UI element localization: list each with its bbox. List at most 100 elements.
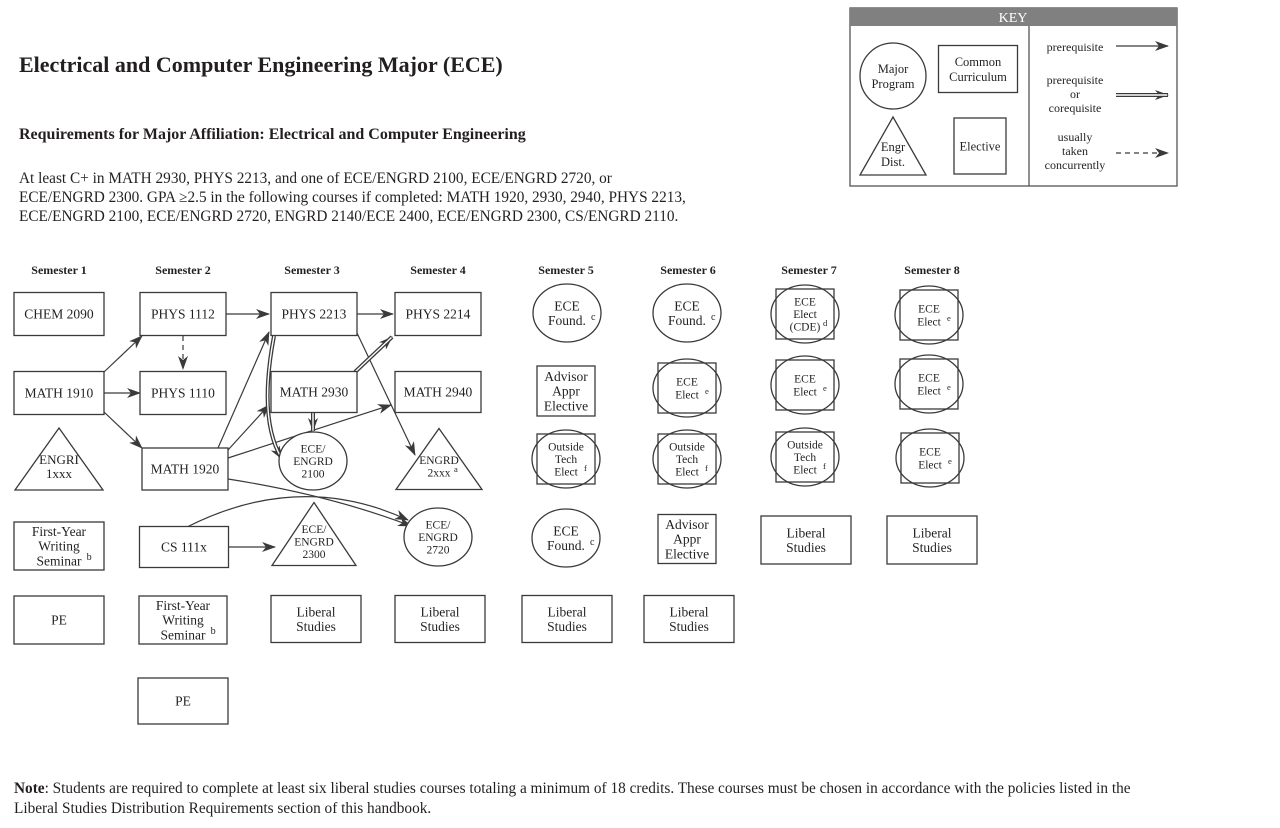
label-line: Elective xyxy=(544,399,588,414)
course-phys2214[interactable]: PHYS 2214 xyxy=(394,291,482,337)
course-math2940[interactable]: MATH 2940 xyxy=(394,370,482,414)
label-line: Liberal xyxy=(421,604,460,619)
major-program-ellipse xyxy=(531,508,601,568)
label-line: PE xyxy=(175,694,191,709)
course-chem2090[interactable]: CHEM 2090 xyxy=(13,291,105,337)
footnote-marker: d xyxy=(823,318,828,328)
label-line: Advisor xyxy=(665,517,709,532)
label-line: PHYS 2213 xyxy=(282,307,347,322)
label-line: Elective xyxy=(665,547,709,562)
page-title: Electrical and Computer Engineering Majo… xyxy=(19,52,503,77)
footnote-marker: c xyxy=(591,312,596,323)
elective-square xyxy=(899,358,959,410)
course-phys2213[interactable]: PHYS 2213 xyxy=(270,291,358,337)
label-line: Studies xyxy=(912,540,952,555)
label-line: Engr xyxy=(881,140,906,154)
label-line: Advisor xyxy=(544,369,588,384)
course-pe1[interactable]: PE xyxy=(13,595,105,645)
major-program-ellipse xyxy=(894,285,964,345)
course-math2930[interactable]: MATH 2930 xyxy=(270,370,358,414)
label-line: Seminar xyxy=(161,628,206,643)
major-program-ellipse xyxy=(403,507,473,567)
engr-dist-triangle xyxy=(858,115,928,176)
label-line: ENGRD xyxy=(293,456,333,468)
arrow-phys2213-to-engrd2xxx xyxy=(356,332,416,456)
footnote-marker: f xyxy=(584,463,587,473)
footnote-marker: b xyxy=(87,552,92,563)
course-math1910[interactable]: MATH 1910 xyxy=(13,370,105,416)
requirements-line-3: ECE/ENGRD 2100, ECE/ENGRD 2720, ENGRD 21… xyxy=(19,208,679,225)
prerequisite-arrows xyxy=(103,309,416,552)
major-program-ellipse xyxy=(652,358,722,418)
label-line: Elect xyxy=(918,459,942,471)
major-program-ellipse xyxy=(894,354,964,414)
label-line: corequisite xyxy=(1049,101,1102,115)
label-line: Liberal xyxy=(787,525,826,540)
label-line: ECE xyxy=(554,298,580,313)
label-line: Elect xyxy=(675,389,699,401)
label-line: Writing xyxy=(38,539,80,554)
label-line: PHYS 1110 xyxy=(151,386,215,401)
requirements-heading: Requirements for Major Affiliation: Elec… xyxy=(19,126,526,143)
course-cs111x[interactable]: CS 111x xyxy=(138,525,230,569)
label-line: Outside xyxy=(787,439,823,451)
elective-square xyxy=(657,433,717,485)
label-line: ECE xyxy=(794,374,816,386)
key-legend: KEYMajorProgramCommonCurriculumEngrDist.… xyxy=(849,7,1178,187)
arrow-math1920-to-ece2720 xyxy=(227,478,412,527)
label-line: Appr xyxy=(673,532,701,547)
course-phys1112[interactable]: PHYS 1112 xyxy=(139,291,227,337)
course-phys1110[interactable]: PHYS 1110 xyxy=(139,370,227,416)
arrow-math1920-to-phys2213 xyxy=(217,331,270,449)
label-line: Tech xyxy=(794,452,816,464)
course-pe2[interactable]: PE xyxy=(137,677,229,725)
major-program-ellipse xyxy=(770,427,840,487)
arrow-math1920-to-math2930 xyxy=(227,404,270,451)
course-math1920[interactable]: MATH 1920 xyxy=(141,447,229,491)
semester-header: Semester 6 xyxy=(660,263,715,277)
elective-square xyxy=(775,288,835,340)
label-line: Studies xyxy=(420,619,460,634)
arrow-phys2213-to-ece2100-inner xyxy=(266,335,283,460)
label-line: Tech xyxy=(676,454,698,466)
major-program-ellipse xyxy=(278,431,348,491)
footnote-marker: c xyxy=(590,537,595,548)
major-program-ellipse xyxy=(532,283,602,343)
label-line: ECE/ xyxy=(426,519,452,531)
label-line: Curriculum xyxy=(949,70,1007,84)
label-line: ECE xyxy=(918,304,940,316)
semester-header: Semester 7 xyxy=(781,263,836,277)
label-line: Elective xyxy=(960,139,1001,153)
